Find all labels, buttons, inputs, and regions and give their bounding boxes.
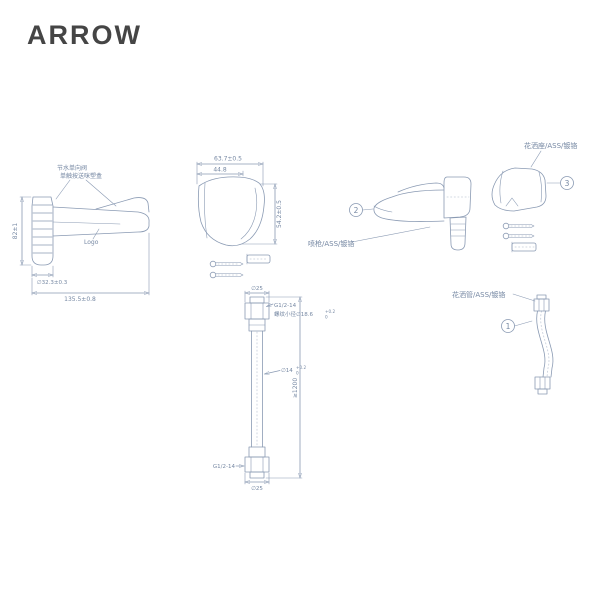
callout-holder-number: 3 [565,179,570,188]
spray-head-inner-curve [240,187,258,240]
hose-bottom-collar [248,446,266,458]
hose-pic-right-edge [544,310,554,378]
dim-head-outer-width-text: 63.7±0.5 [214,156,242,163]
spray-gun-head-outline [31,196,54,266]
part-sprayer: 2 喷枪/ASS/镀铬 [308,176,472,251]
dim-head-inner-width: 44.8 [196,167,244,177]
dim-overall-length: 135.5±0.8 [31,232,150,303]
callout-hose: 1 [501,319,533,333]
dim-face-diameter-text: ∅32.3±0.3 [37,280,68,286]
label-sprayer: 喷枪/ASS/镀铬 [308,239,354,248]
mounting-screws-drawing [209,253,271,279]
spray-gun-body-outline [52,206,150,237]
spray-gun-inner-line [52,221,121,225]
spray-head-outline [197,176,265,247]
callout-sprayer: 2 [349,203,374,217]
dim-overall-length-text: 135.5±0.8 [64,296,96,303]
spray-head-face-line [204,182,208,239]
dim-head-height-text: 54.2±0.5 [276,200,283,228]
spray-gun-lever-outline [95,197,150,213]
dim-height-text: 82±1 [12,223,19,240]
logo-position-label: Logo [84,239,99,246]
dim-hose-top-diameter-text: ∅25 [251,286,263,292]
side-view-notes: 节水单向阀 单触按送咪塑盒 Logo [55,164,117,246]
part-hose: 1 花洒管/ASS/镀铬 [452,290,554,395]
dim-head-height: 54.2±0.5 [241,183,283,245]
dim-hose-bottom-diameter: ∅25 [244,472,270,492]
thread-minor-tol-upper: +0.2 [325,309,336,314]
dim-hose-top-diameter: ∅25 [244,286,270,303]
hose-pic-bottom-cap [537,388,548,395]
thread-minor-tol-lower: 0 [325,315,328,320]
spray-gun-side-view: 82±1 ∅32.3±0.3 135.5±0.8 节水单向阀 单触按送咪塑盒 L… [12,164,150,303]
holder-hook-notch [505,197,519,207]
sprayer-handle-detail [373,205,393,213]
label-holder: 花洒座/ASS/镀铬 [524,141,577,150]
dim-face-diameter: ∅32.3±0.3 [31,265,68,286]
dim-height-82: 82±1 [12,196,32,266]
hose-pic-bottom-nut [534,376,551,390]
label-holder-leader [530,150,542,168]
holder-outline [491,167,547,212]
hose-top-cap [249,296,265,304]
part-holder: 3 花洒座/ASS/镀铬 [491,141,577,253]
callout-hose-number: 1 [506,322,511,331]
holder-inner-right [538,171,542,203]
label-hose-leader [512,293,536,302]
sprayer-head-outline [443,176,472,219]
dim-hose-length-text: ≥1200 [292,378,299,398]
hose-bottom-cap [249,471,265,479]
thread-minor-text: 螺纹小径∅18.6 [274,310,314,318]
callout-sprayer-number: 2 [354,206,359,215]
hose-thread-top-callout: G1/2-14 螺纹小径∅18.6 +0.2 0 [266,303,336,320]
hose-pic-left-edge [536,310,546,378]
hose-top-nut [244,302,270,320]
mid-tol-lower: 0 [296,371,299,376]
label-hose: 花洒管/ASS/镀铬 [452,290,505,299]
hose-body-edges [251,330,263,448]
hose-pic-ribs [540,310,550,378]
callout-holder: 3 [546,176,574,190]
sprayer-inlet-outline [449,216,467,251]
sprayer-body-outline [373,189,445,222]
dim-hose-length: ≥1200 [265,296,303,479]
brand-logo: ARROW [27,20,142,50]
label-sprayer-leader [351,226,431,243]
mid-tol-upper: +0.2 [296,365,307,370]
spray-head-front-view: 63.7±0.5 44.8 54.2±0.5 [196,156,283,279]
note-check-valve: 节水单向阀 [57,164,87,172]
dim-hose-mid-diameter-text: ∅14 [281,368,293,374]
hose-technical-drawing: ∅25 G1/2-14 螺纹小径∅18.6 +0.2 0 ∅14 +0.2 0 … [213,286,336,492]
thread-bottom-text: G1/2-14 [213,464,236,470]
hose-pic-top-cap [536,294,547,300]
sprayer-lever-outline [397,182,445,193]
hose-pic-top-nut [533,298,550,312]
hose-thread-bottom-callout: G1/2-14 [213,464,245,470]
sprayer-inlet-ribs [450,223,466,237]
dim-hose-bottom-diameter-text: ∅25 [251,486,263,492]
note-button-box: 单触按送咪塑盒 [60,172,102,180]
dim-head-inner-width-text: 44.8 [213,167,227,174]
thread-top-text: G1/2-14 [274,303,297,309]
holder-inner-left [499,170,504,204]
holder-screws [502,222,537,253]
spray-gun-head-hatching [32,204,53,254]
hose-bottom-nut [244,456,270,473]
